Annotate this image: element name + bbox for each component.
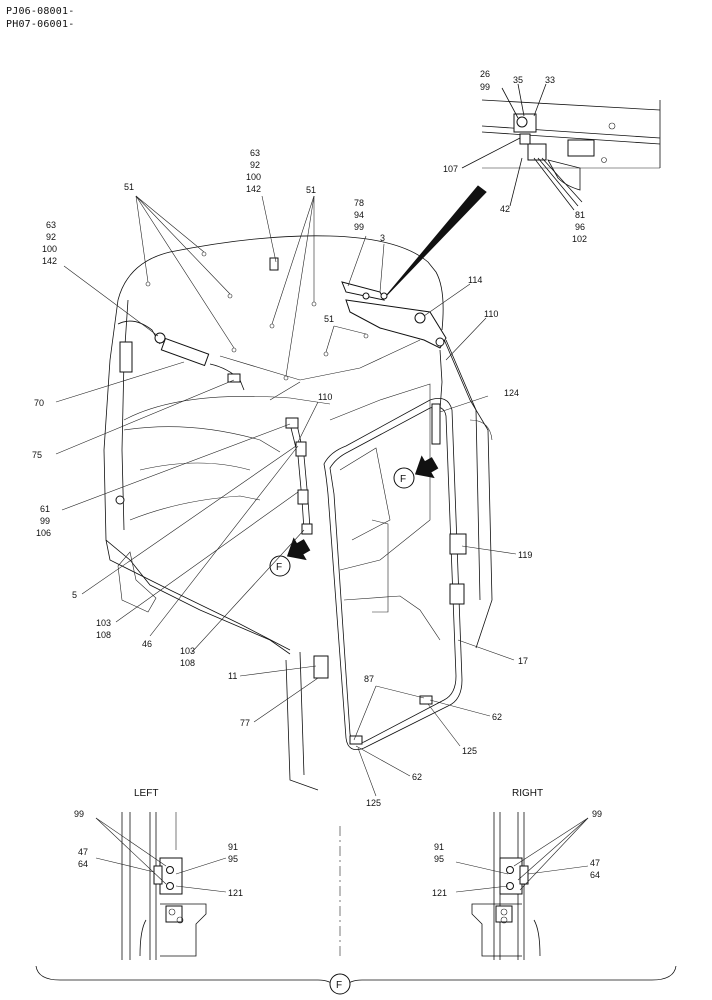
hinge-detail-inset: 26 99 35 33 107 42 81 96 102: [443, 69, 661, 244]
detail-pointer-arrow: [385, 185, 487, 297]
detail-view-right: RIGHT 99 91 95 47 64 121: [432, 788, 602, 960]
detail-right-callout-91: 91: [434, 842, 444, 852]
callout-125-a: 125: [462, 746, 477, 756]
callout-108-b: 108: [180, 658, 195, 668]
callout-119: 119: [518, 550, 532, 560]
detail-view-left: LEFT 99 47 64 91 95 121: [74, 788, 243, 960]
callout-124: 124: [504, 388, 519, 398]
callout-3: 3: [380, 233, 385, 243]
callout-125-b: 125: [366, 798, 381, 808]
view-f-brace: F: [35, 965, 677, 995]
detail-left-callout-95: 95: [228, 854, 238, 864]
upper-hinge: [341, 281, 447, 349]
callout-81: 81: [575, 210, 585, 220]
detail-left-callout-99: 99: [74, 809, 84, 819]
callout-100-top: 100: [246, 172, 261, 182]
detail-left-callout-47: 47: [78, 847, 88, 857]
view-f-indicator-right: F: [393, 455, 439, 489]
callout-94: 94: [354, 210, 364, 220]
detail-left-callout-121: 121: [228, 888, 243, 898]
callout-62-b: 62: [412, 772, 422, 782]
callout-63-top: 63: [250, 148, 260, 158]
detail-left-title: LEFT: [134, 788, 158, 799]
detail-right-callout-99: 99: [592, 809, 602, 819]
serial-number-2: PH07-06001-: [6, 19, 75, 30]
callout-92-top: 92: [250, 160, 260, 170]
roof-wiring: [117, 257, 279, 391]
callout-87: 87: [364, 674, 374, 684]
callout-142-left: 142: [42, 256, 57, 266]
callout-75: 75: [32, 450, 42, 460]
cab-body: [103, 235, 493, 791]
callout-5: 5: [72, 590, 77, 600]
callout-63-left: 63: [46, 220, 56, 230]
view-f-marker-left: F: [276, 562, 282, 573]
callout-35: 35: [513, 75, 523, 85]
callout-92-left: 92: [46, 232, 56, 242]
callout-51-c: 51: [324, 314, 334, 324]
view-f-marker-bottom: F: [336, 980, 342, 991]
callout-99-inset: 99: [480, 82, 490, 92]
callout-103-a: 103: [96, 618, 111, 628]
callout-106: 106: [36, 528, 51, 538]
callout-33: 33: [545, 75, 555, 85]
callout-26: 26: [480, 69, 490, 79]
callout-51-b: 51: [306, 185, 316, 195]
callout-61: 61: [40, 504, 50, 514]
detail-right-callout-95: 95: [434, 854, 444, 864]
callout-78: 78: [354, 198, 364, 208]
detail-left-callout-64: 64: [78, 859, 88, 869]
callout-62-a: 62: [492, 712, 502, 722]
callout-110-right: 110: [484, 309, 498, 319]
callout-99-main: 99: [354, 222, 364, 232]
door-damper: [285, 349, 443, 535]
callout-110-left: 110: [318, 392, 332, 402]
callout-17: 17: [518, 656, 528, 666]
callout-142-top: 142: [246, 184, 261, 194]
detail-right-callout-64: 64: [590, 870, 600, 880]
detail-right-callout-121: 121: [432, 888, 447, 898]
callout-42: 42: [500, 204, 510, 214]
callout-102: 102: [572, 234, 587, 244]
callout-103-b: 103: [180, 646, 195, 656]
view-f-indicator-left: F: [269, 537, 311, 577]
callout-70: 70: [34, 398, 44, 408]
door-frame: [313, 397, 467, 751]
callout-114: 114: [468, 275, 482, 285]
callout-108-a: 108: [96, 630, 111, 640]
callout-51-a: 51: [124, 182, 134, 192]
callout-107: 107: [443, 164, 458, 174]
serial-number-1: PJ06-08001-: [6, 6, 75, 17]
detail-right-title: RIGHT: [512, 788, 543, 799]
callout-77: 77: [240, 718, 250, 728]
callout-46: 46: [142, 639, 152, 649]
detail-right-callout-47: 47: [590, 858, 600, 868]
detail-left-callout-91: 91: [228, 842, 238, 852]
callout-11: 11: [228, 671, 237, 681]
callout-96: 96: [575, 222, 585, 232]
callout-labels: 63 92 100 142 51 51 51 63 92 100 142 78 …: [32, 148, 532, 808]
callout-100-left: 100: [42, 244, 57, 254]
view-f-marker-right: F: [400, 474, 406, 485]
leader-lines: [55, 195, 517, 797]
callout-99-left: 99: [40, 516, 50, 526]
